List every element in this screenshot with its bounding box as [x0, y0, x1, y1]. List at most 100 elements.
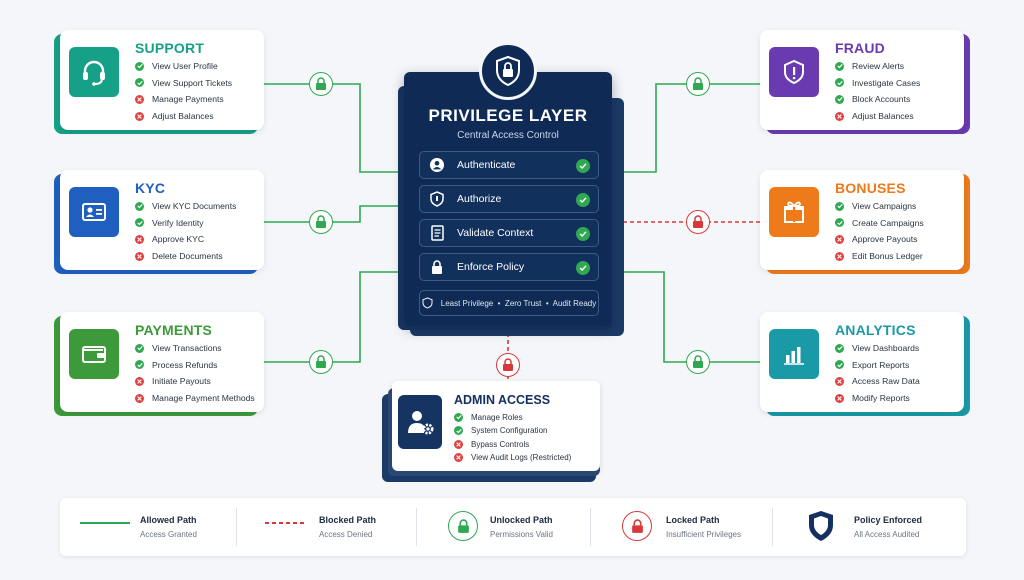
permission-item: Create Campaigns [835, 216, 924, 230]
red-lock-icon [622, 511, 652, 541]
x-icon [454, 439, 463, 449]
legend-divider [416, 508, 417, 546]
permission-label: Manage Payments [152, 94, 224, 105]
check-icon [835, 94, 844, 104]
permission-label: Manage Payment Methods [152, 393, 255, 404]
x-icon [135, 111, 144, 121]
support-title: SUPPORT [135, 40, 205, 56]
permission-item: Delete Documents [135, 249, 223, 263]
permission-item: View User Profile [135, 59, 218, 73]
legend-title: Unlocked Path [490, 515, 553, 525]
red-dashed-line-icon [265, 522, 307, 524]
legend-desc: Insufficient Privileges [666, 530, 741, 539]
shield-lock-icon [479, 42, 537, 100]
permission-item: View Campaigns [835, 199, 916, 213]
x-icon [835, 111, 844, 121]
check-icon [454, 412, 463, 422]
permission-item: Process Refunds [135, 358, 217, 372]
permission-label: Access Raw Data [852, 376, 920, 387]
legend-desc: Access Denied [319, 530, 373, 539]
locked-lock-icon [686, 210, 710, 234]
legend-title: Allowed Path [140, 515, 197, 525]
permission-item: Export Reports [835, 358, 909, 372]
permission-label: Process Refunds [152, 359, 218, 370]
x-icon [135, 94, 144, 104]
x-icon [135, 393, 144, 403]
bonuses-title: BONUSES [835, 180, 906, 196]
check-icon [576, 193, 590, 207]
shield-icon [429, 191, 445, 207]
legend-divider [236, 508, 237, 546]
legend-desc: All Access Audited [854, 530, 920, 539]
permission-label: Adjust Balances [852, 111, 914, 122]
permission-label: Initiate Payouts [152, 376, 211, 387]
check-icon [135, 61, 144, 71]
permission-item: View Transactions [135, 341, 222, 355]
permission-label: Manage Roles [471, 412, 523, 422]
permission-label: View Audit Logs (Restricted) [471, 453, 572, 462]
bar-chart-icon [769, 329, 819, 379]
shield-alert-icon [769, 47, 819, 97]
permission-label: Bypass Controls [471, 439, 530, 449]
permission-item: Initiate Payouts [135, 374, 211, 388]
permission-item: Review Alerts [835, 59, 904, 73]
legend-divider [590, 508, 591, 546]
unlocked-lock-icon [686, 350, 710, 374]
legend-divider [772, 508, 773, 546]
legend-desc: Permissions Valid [490, 530, 553, 539]
admin-title: ADMIN ACCESS [454, 393, 551, 407]
step-validate-context: Validate Context [419, 219, 599, 247]
permission-item: Access Raw Data [835, 374, 920, 388]
x-icon [835, 251, 844, 261]
fraud-path [600, 83, 760, 173]
x-icon [135, 376, 144, 386]
permission-label: System Configuration [471, 426, 548, 435]
step-label: Enforce Policy [457, 261, 525, 273]
step-label: Validate Context [457, 227, 534, 239]
permission-label: Delete Documents [152, 251, 223, 262]
green-line-icon [80, 522, 130, 524]
check-icon [835, 78, 844, 88]
permission-item: Manage Payments [135, 92, 224, 106]
permission-label: Verify Identity [152, 217, 204, 228]
permission-label: View Transactions [152, 343, 222, 353]
legend-desc: Access Granted [140, 530, 197, 539]
check-icon [135, 78, 144, 88]
unlocked-lock-icon [309, 210, 333, 234]
step-authenticate: Authenticate [419, 151, 599, 179]
legend-allowed-path: Allowed Path Access Granted [80, 498, 240, 556]
permission-label: View Campaigns [852, 201, 917, 211]
permission-item: Modify Reports [835, 391, 910, 405]
permission-label: Approve KYC [152, 234, 205, 245]
permission-item: Block Accounts [835, 92, 910, 106]
legend-blocked-path: Blocked Path Access Denied [265, 498, 425, 556]
permission-label: View User Profile [152, 61, 218, 71]
permission-label: Modify Reports [852, 393, 910, 404]
permission-item: Adjust Balances [135, 109, 214, 123]
permission-label: Edit Bonus Ledger [852, 251, 923, 262]
x-icon [835, 234, 844, 244]
headset-icon [69, 47, 119, 97]
payments-path [264, 271, 420, 363]
legend: Allowed Path Access Granted Blocked Path… [60, 498, 966, 556]
core-subtitle: Central Access Control [457, 130, 559, 141]
unlocked-lock-icon [309, 350, 333, 374]
check-icon [835, 343, 844, 353]
permission-label: Adjust Balances [152, 111, 214, 122]
check-icon [835, 61, 844, 71]
x-icon [135, 251, 144, 261]
core-title: PRIVILEGE LAYER [428, 106, 588, 125]
payments-title: PAYMENTS [135, 322, 213, 338]
check-icon [835, 201, 844, 211]
permission-item: Bypass Controls [454, 437, 529, 451]
permission-item: Adjust Balances [835, 109, 914, 123]
check-icon [135, 343, 144, 353]
step-authorize: Authorize [419, 185, 599, 213]
green-lock-icon [448, 511, 478, 541]
permission-label: Approve Payouts [852, 234, 918, 245]
permission-item: View Support Tickets [135, 76, 232, 90]
support-path [264, 83, 420, 173]
